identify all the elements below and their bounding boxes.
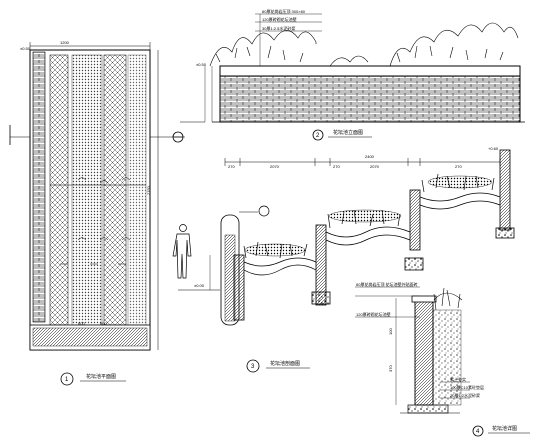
view-2-number: 2 (316, 133, 320, 139)
plan-view: 1200 ±0.50 2750 600 600 (9, 40, 185, 386)
view-4-number: 4 (476, 429, 480, 435)
elevation-view: 60厚花岗岩压顶 300×60 120厚砖砌花坛池壁 30厚1:2.5水泥砂浆 … (180, 8, 525, 141)
section-level-right: +0.60 (488, 146, 499, 151)
plan-level-label: ±0.50 (20, 46, 31, 51)
view-1-number: 1 (65, 377, 69, 383)
detail-dim-100: 100 (388, 328, 393, 335)
detail-note-4: 100厚C10素砼垫层 (450, 384, 484, 390)
section-seg-3: 270 (333, 164, 340, 169)
plan-bottom-dim-a: 600 (78, 321, 85, 326)
plan-top-dim: 1200 (60, 40, 70, 45)
elevation-note-c: 30厚1:2.5水泥砂浆 (262, 25, 295, 31)
elevation-level: ±0.50 (196, 62, 207, 67)
section-level-left: ±0.00 (194, 283, 205, 288)
scale-figure-icon (172, 224, 192, 279)
view-2-title: 花坛池立面图 (333, 129, 363, 136)
section-seg-1: 270 (228, 164, 235, 169)
detail-note-2: 120厚砖砌花坛池壁 (356, 311, 391, 317)
view-3-number: 3 (251, 364, 255, 370)
view-4-title: 花坛池详图 (492, 425, 517, 432)
view-3-title: 花坛池剖面图 (270, 360, 300, 367)
section-seg-2: 2070 (270, 164, 280, 169)
section-total: 2400 (365, 154, 375, 159)
view-1-title: 花坛池平面图 (86, 373, 116, 380)
detail-view: 60厚花岗岩压顶 花坛池壁外贴面砖 120厚砖砌花坛池壁 100 370 素土夯… (355, 281, 530, 437)
section-seg-4: 2070 (370, 164, 380, 169)
plan-bottom-dim-b: 600 (100, 321, 107, 326)
detail-dim-370: 370 (388, 365, 393, 372)
section-view: 270 2070 270 2070 270 2400 +0.60 ±0.00 (172, 146, 515, 373)
section-seg-5: 270 (455, 164, 462, 169)
elevation-note-b: 120厚砖砌花坛池壁 (262, 16, 297, 22)
elevation-note-a: 60厚花岗岩压顶 300×60 (262, 8, 306, 14)
detail-note-1: 60厚花岗岩压顶 花坛池壁外贴面砖 (356, 281, 418, 287)
plan-height-dim: 2750 (146, 185, 151, 195)
detail-note-3: 素土夯实 (450, 376, 466, 382)
detail-note-5: 20厚1:2水泥砂浆 (450, 392, 480, 398)
